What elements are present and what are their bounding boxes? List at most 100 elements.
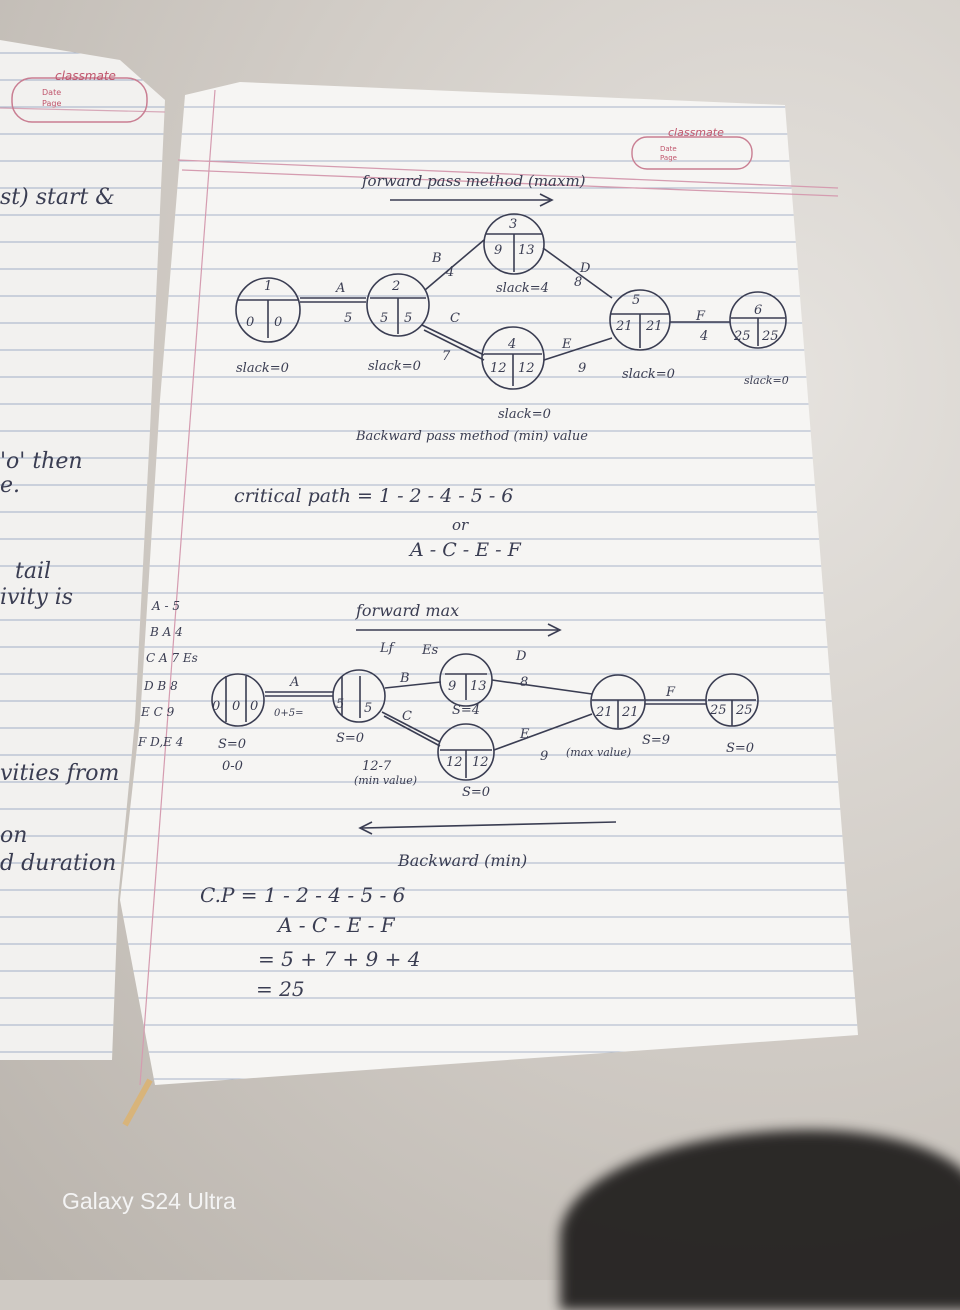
edge-e-duration: 9 — [578, 361, 586, 376]
node3-slack: slack=4 — [496, 281, 549, 296]
node1-id: 1 — [264, 279, 272, 294]
node6b-lf: 25 — [735, 703, 753, 718]
note-s9: S=9 — [642, 733, 670, 748]
note-00: 0-0 — [222, 759, 243, 774]
node4b-lf: 12 — [472, 755, 489, 770]
node5-id: 5 — [632, 293, 640, 308]
edge-c2-label: C — [402, 709, 412, 724]
node5-slack: slack=0 — [622, 367, 675, 382]
node-1 — [235, 277, 301, 343]
node6-lf: 25 — [761, 329, 779, 344]
note-s0-b: S=0 — [336, 731, 364, 746]
note-s4: S=4 — [452, 703, 480, 718]
edge-d-label: D — [579, 261, 591, 276]
note-0plus5: 0+5= — [274, 708, 303, 719]
page-label-right: Page — [660, 154, 677, 162]
node2-es: 5 — [380, 311, 388, 326]
node4b-es: 12 — [446, 755, 463, 770]
edge-b-label: B — [431, 251, 442, 266]
cp-calculation: C.P = 1 - 2 - 4 - 5 - 6 A - C - E - F = … — [200, 883, 420, 1001]
node2b-es: 5 — [336, 697, 344, 712]
margin-row-3: C A 7 Es — [146, 651, 198, 665]
right-page — [120, 82, 858, 1086]
node1b-es2: 0 — [232, 699, 240, 714]
edge-b-duration: 4 — [445, 265, 454, 280]
left-line-2: 'o' then — [0, 449, 83, 474]
left-line-5: ivity is — [0, 585, 73, 610]
edge-d2-duration: 8 — [520, 675, 528, 690]
node1-es: 0 — [246, 315, 254, 330]
camera-watermark: Galaxy S24 Ultra — [62, 1188, 236, 1214]
brand-box-left: classmate Date Page — [11, 69, 148, 123]
note-s0-a: S=0 — [218, 737, 246, 752]
node3b-lf: 13 — [470, 679, 487, 694]
edge-e2-label: E — [519, 727, 530, 742]
node-5 — [609, 289, 671, 351]
node4-slack: slack=0 — [498, 407, 551, 422]
path-letters: A - C - E - F — [408, 539, 522, 561]
diagram-2: forward max Lf Es 0 — [211, 601, 759, 870]
node3-lf: 13 — [518, 243, 535, 258]
node-5b — [590, 674, 646, 730]
margin-row-2: B A 4 — [149, 625, 183, 639]
node-4b — [437, 723, 495, 781]
node1b-es: 0 — [212, 699, 220, 714]
node6-slack: slack=0 — [744, 374, 789, 387]
edge-c-label: C — [450, 311, 460, 326]
notebook-svg: classmate Date Page classmate Date Page … — [0, 40, 858, 1127]
edge-f-duration: 4 — [699, 329, 708, 344]
note-min-value: (min value) — [354, 774, 417, 787]
edge-f2-label: F — [665, 685, 676, 700]
diagram2-title: forward max — [355, 601, 459, 620]
critical-path: critical path = 1 - 2 - 4 - 5 - 6 — [234, 485, 513, 507]
left-page-writing: st) start & 'o' then e. tail ivity is vi… — [0, 185, 119, 876]
edge-a-label: A — [335, 281, 345, 296]
node-3 — [483, 213, 545, 275]
node4-es: 12 — [490, 361, 507, 376]
note-12-7: 12-7 — [362, 759, 392, 774]
note-s0-c: S=0 — [462, 785, 490, 800]
node2-slack: slack=0 — [368, 359, 421, 374]
cp-line-1: C.P = 1 - 2 - 4 - 5 - 6 — [200, 883, 406, 907]
diagram1-title: forward pass method (maxm) — [361, 172, 586, 190]
node-1b — [211, 673, 265, 727]
left-line-4: tail — [15, 559, 51, 584]
node2-id: 2 — [391, 279, 400, 294]
node4-lf: 12 — [518, 361, 535, 376]
date-label-right: Date — [660, 145, 677, 153]
edge-a-duration: 5 — [344, 311, 352, 326]
node6-es: 25 — [733, 329, 751, 344]
edge-a2-label: A — [289, 675, 299, 690]
node5-lf: 21 — [645, 319, 663, 334]
node4-id: 4 — [507, 337, 516, 352]
left-line-7: on — [0, 823, 27, 848]
pencil — [122, 1078, 153, 1127]
margin-row-5: E C 9 — [140, 705, 175, 719]
es-label: Es — [421, 643, 438, 658]
note-max-value: (max value) — [566, 746, 631, 759]
node6-id: 6 — [754, 303, 762, 318]
node5b-es: 21 — [595, 705, 613, 720]
backward-min: Backward (min) — [397, 851, 527, 870]
cp-line-4: = 25 — [256, 977, 305, 1001]
left-line-6: vities from — [0, 761, 119, 786]
left-line-3: e. — [0, 473, 20, 498]
edge-d2-label: D — [515, 649, 527, 664]
node-2 — [366, 273, 430, 337]
edge-b2-label: B — [399, 671, 410, 686]
brand-left: classmate — [55, 69, 116, 83]
left-line-8: d duration — [0, 851, 116, 876]
node2b-lf: 5 — [364, 701, 372, 716]
edge-e-label: E — [561, 337, 572, 352]
or-text: or — [452, 516, 469, 534]
node3-id: 3 — [509, 217, 517, 232]
node1-lf: 0 — [274, 315, 282, 330]
critical-path-block: critical path = 1 - 2 - 4 - 5 - 6 or A -… — [234, 485, 522, 561]
lf-label: Lf — [379, 641, 396, 656]
left-page — [0, 40, 166, 1060]
diagram-1: forward pass method (maxm) 1 0 — [235, 172, 789, 444]
left-line-1: st) start & — [0, 185, 115, 210]
node3b-es: 9 — [448, 679, 456, 694]
brand-box-right: classmate Date Page — [631, 126, 753, 170]
